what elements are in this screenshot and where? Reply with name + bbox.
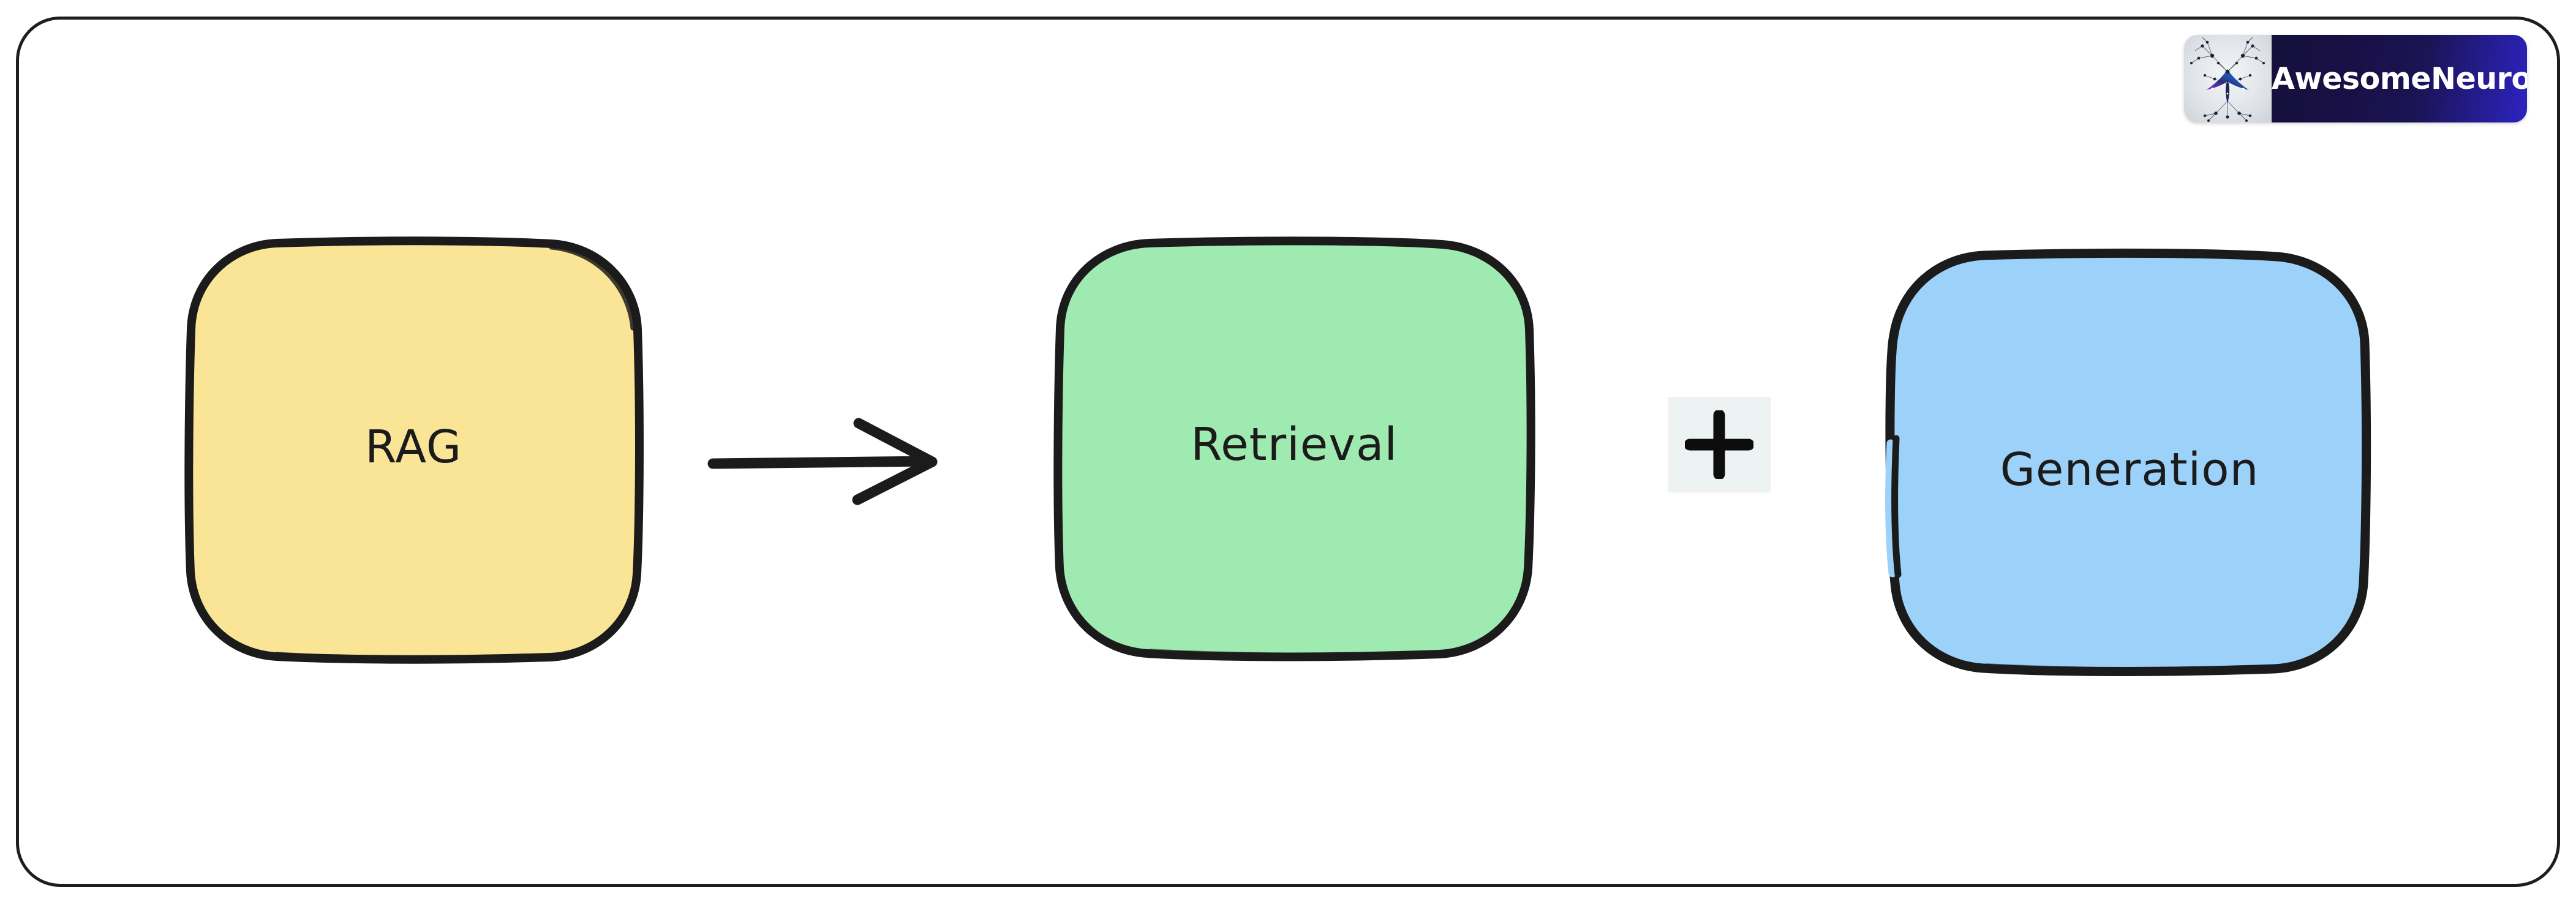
arrow-right-icon bbox=[707, 418, 938, 505]
diagram-frame bbox=[16, 17, 2560, 887]
node-rag-label: RAG bbox=[364, 421, 462, 473]
node-rag-shape bbox=[184, 236, 644, 664]
node-retrieval-shape bbox=[1053, 236, 1535, 661]
node-generation-label: Generation bbox=[2000, 443, 2259, 496]
operator-plus bbox=[1668, 397, 1771, 492]
neuron-network-glyph bbox=[2190, 37, 2265, 122]
plus-icon bbox=[1685, 410, 1753, 479]
brand-badge[interactable]: AwesomeNeuron bbox=[2184, 35, 2527, 122]
node-retrieval[interactable]: Retrieval bbox=[1052, 236, 1536, 661]
brand-name-panel: AwesomeNeuron bbox=[2272, 35, 2527, 122]
node-retrieval-label: Retrieval bbox=[1191, 418, 1398, 471]
neuron-network-icon bbox=[2184, 35, 2272, 122]
node-generation-shape bbox=[1885, 248, 2371, 676]
brand-name-text: AwesomeNeuron bbox=[2272, 61, 2527, 96]
node-rag[interactable]: RAG bbox=[184, 236, 644, 664]
node-generation[interactable]: Generation bbox=[1885, 248, 2374, 676]
arrow-rag-to-retrieval bbox=[704, 404, 949, 521]
